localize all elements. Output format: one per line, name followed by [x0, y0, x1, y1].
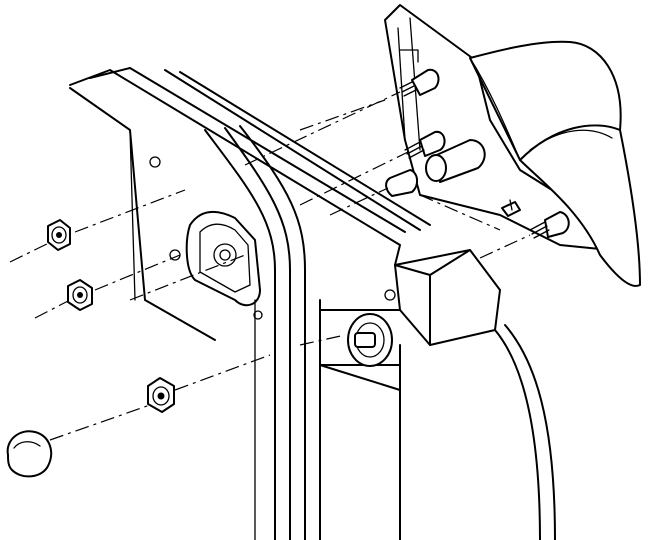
stud-middle: [385, 130, 486, 197]
stud-lower: [529, 211, 570, 239]
nut-lower: [147, 377, 175, 413]
mirror-base: [319, 249, 501, 366]
assembly-lines: [9, 91, 531, 441]
grommet: [347, 313, 393, 367]
stud-upper: [399, 68, 440, 97]
cap: [6, 430, 53, 478]
clip: [501, 199, 521, 217]
nut-middle: [67, 279, 93, 311]
side-mirror: [384, 4, 641, 287]
mirror-bracket: [169, 210, 261, 307]
nut-upper: [47, 219, 71, 251]
